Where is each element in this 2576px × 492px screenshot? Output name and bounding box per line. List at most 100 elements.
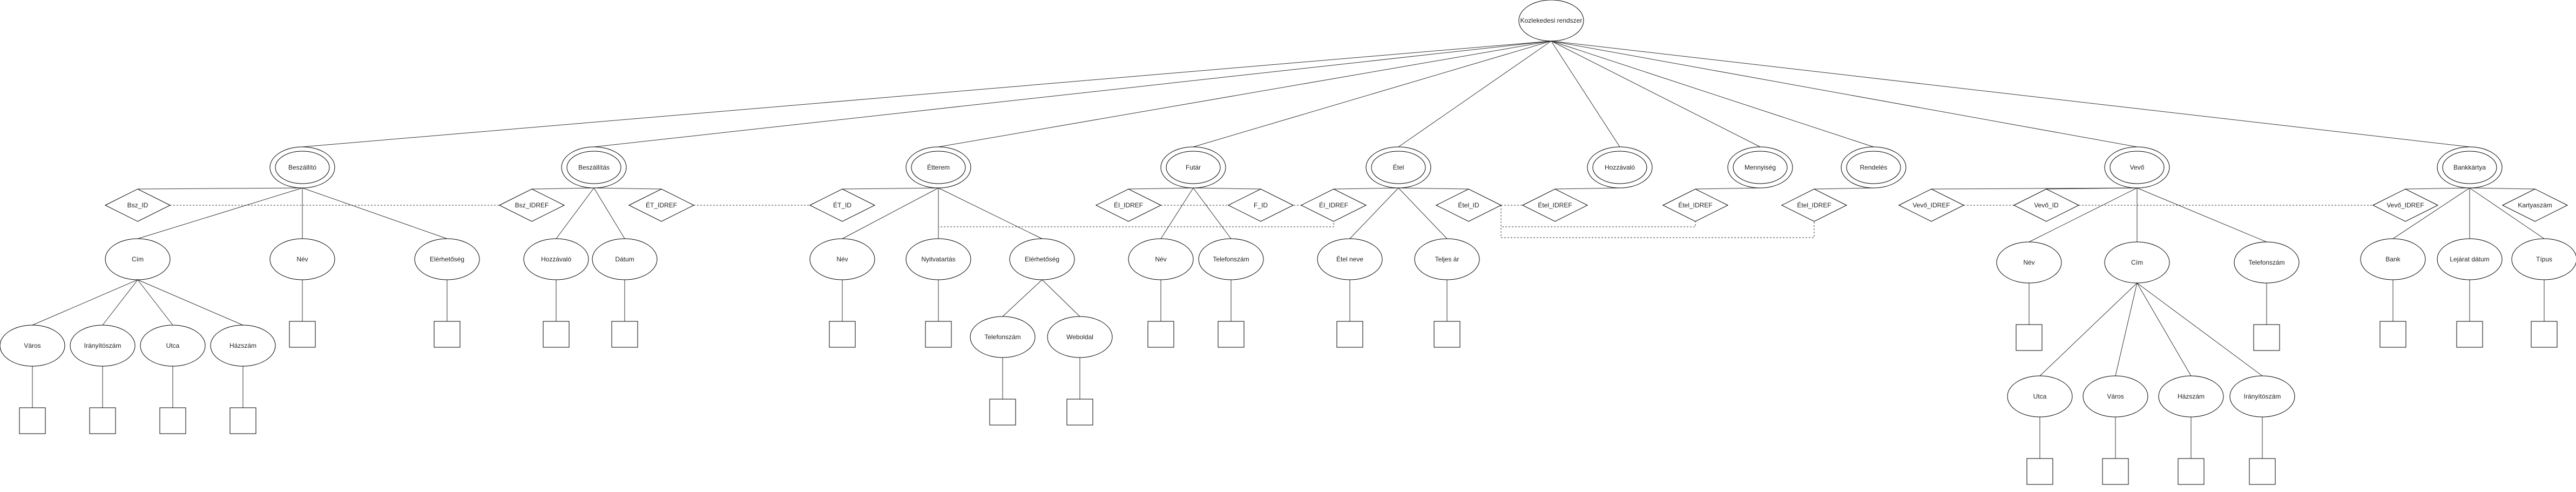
attribute-label-a_hazszam: Házszám — [229, 342, 256, 349]
edge-bs2-a_hozzavalo — [556, 187, 594, 239]
attribute-a_ve_nev — [1996, 241, 2062, 284]
edge-root-ba — [1551, 41, 2470, 147]
key-label-k_vevo_id: Vevő_ID — [2034, 201, 2059, 209]
key-label-k_etel_idref_c: Étel_IDREF — [1797, 201, 1831, 209]
attribute-a_hozzavalo — [523, 238, 589, 280]
attribute-label-a_et_nev: Név — [836, 255, 848, 263]
attribute-label-a_lejarat: Lejárat dátum — [2450, 255, 2489, 263]
edge-ba-a_tipus — [2469, 187, 2545, 239]
edge-et-a_et_nev — [842, 187, 939, 239]
attribute-a_ve_hazszam — [2158, 375, 2224, 417]
key-label-k_bsz_id: Bsz_ID — [127, 201, 148, 209]
entity-label-re: Rendelés — [1860, 164, 1888, 171]
entity-label-el: Étel — [1393, 163, 1404, 171]
value-box — [19, 407, 46, 434]
attribute-label-a_nev: Név — [296, 255, 308, 263]
edge-a_cim-a_varos — [32, 279, 138, 326]
value-box — [1336, 321, 1363, 348]
attribute-label-a_varos: Város — [24, 342, 40, 349]
root-node — [1518, 0, 1584, 42]
value-box — [89, 407, 116, 434]
entity-inner-fu — [1166, 151, 1221, 184]
attribute-a_ve_varos — [2083, 375, 2148, 417]
key-k_etel_idref_c — [1781, 188, 1848, 222]
attribute-a_teljes_ar — [1414, 238, 1480, 280]
edge-a_cim-a_hazszam — [137, 279, 244, 326]
edge-root-hz — [1551, 41, 1620, 147]
edge-bs2-a_datum — [593, 187, 625, 239]
attribute-label-a_fu_telefonszam: Telefonszám — [1213, 255, 1249, 263]
value-box — [2026, 458, 2053, 485]
attribute-a_tipus — [2511, 238, 2576, 280]
edge-hz-k_etel_idref_a — [1554, 187, 1620, 190]
edge-el-a_teljes_ar — [1398, 187, 1448, 239]
attribute-label-a_et_elerhetoseg: Elérhetőség — [1025, 255, 1059, 263]
value-box — [2102, 458, 2129, 485]
entity-inner-ve — [2110, 151, 2165, 184]
attribute-a_cim — [105, 238, 171, 280]
attribute-label-a_ve_utca: Utca — [2033, 393, 2047, 400]
edge-me-k_etel_idref_b — [1695, 187, 1761, 190]
value-box — [2379, 321, 2406, 348]
attribute-a_weboldal — [1047, 316, 1113, 358]
attribute-label-a_ve_varos: Város — [2107, 393, 2124, 400]
value-box — [1147, 321, 1174, 348]
value-box — [2249, 458, 2276, 485]
attribute-a_etel_neve — [1317, 238, 1383, 280]
attribute-a_varos — [0, 325, 65, 367]
edge-ve-a_ve_nev — [2029, 187, 2138, 242]
key-label-k_et_id: ÉT_ID — [833, 201, 851, 209]
key-k_vevo_idref — [1898, 188, 1965, 222]
attribute-label-a_fu_nev: Név — [1155, 255, 1166, 263]
value-box — [289, 321, 316, 348]
value-box — [229, 407, 256, 434]
key-k_kartyaszam — [2501, 188, 2568, 222]
key-k_ei_idref2 — [1300, 188, 1367, 222]
key-label-k_et_idref: ÉT_IDREF — [646, 201, 677, 209]
key-label-k_ei_idref: ÉI_IDREF — [1114, 201, 1143, 209]
edge-a_ve_cim-a_ve_iranyitoszam — [2136, 282, 2263, 376]
key-label-k_vevo_idref: Vevő_IDREF — [1912, 201, 1950, 209]
edge-a_ve_cim-a_ve_utca — [2039, 282, 2138, 376]
key-k_et_id — [809, 188, 876, 222]
entity-label-bs2: Beszállítás — [578, 164, 610, 171]
attribute-a_ve_utca — [2007, 375, 2073, 417]
value-box — [2253, 324, 2280, 351]
entity-inner-hz — [1592, 151, 1647, 184]
edge-a_et_elerhetoseg-a_telefonszam — [1002, 279, 1043, 317]
attribute-label-a_weboldal: Weboldal — [1066, 333, 1093, 341]
ref-etel-id-c — [1500, 205, 1815, 238]
root-label: Kozlekedesi rendszer — [1520, 17, 1583, 24]
attribute-label-a_telefonszam: Telefonszám — [984, 333, 1020, 341]
attribute-a_fu_telefonszam — [1198, 238, 1264, 280]
attribute-label-a_ve_nev: Név — [2023, 259, 2034, 266]
key-k_ei_idref — [1095, 188, 1162, 222]
edge-root-bs2 — [593, 41, 1552, 147]
attribute-a_et_elerhetoseg — [1009, 238, 1075, 280]
edge-ve-k_vevo_id — [2046, 187, 2138, 190]
value-box — [2456, 321, 2483, 348]
attribute-a_fu_nev — [1128, 238, 1194, 280]
edge-el-k_etel_id — [1398, 187, 1469, 190]
edge-bs1-k_bsz_id — [137, 187, 303, 190]
edge-a_cim-a_utca — [137, 279, 173, 326]
edge-fu-k_ei_idref — [1128, 187, 1194, 190]
value-box — [1434, 321, 1461, 348]
value-box — [543, 321, 570, 348]
entity-inner-re — [1846, 151, 1901, 184]
value-box — [989, 399, 1016, 426]
entity-inner-bs1 — [275, 151, 330, 184]
edge-fu-a_fu_telefonszam — [1193, 187, 1232, 239]
key-k_etel_id — [1435, 188, 1502, 222]
edge-root-fu — [1193, 41, 1552, 147]
key-k_vevo_id — [2013, 188, 2080, 222]
key-label-k_bsz_idref: Bsz_IDREF — [515, 201, 549, 209]
edge-root-me — [1551, 41, 1761, 147]
attribute-label-a_cim: Cím — [132, 255, 144, 263]
edge-re-k_etel_idref_c — [1814, 187, 1874, 190]
attribute-a_utca — [140, 325, 206, 367]
edge-bs2-k_et_idref — [593, 187, 662, 190]
entity-label-ba: Bankkártya — [2453, 164, 2486, 171]
entity-label-hz: Hozzávaló — [1605, 164, 1635, 171]
